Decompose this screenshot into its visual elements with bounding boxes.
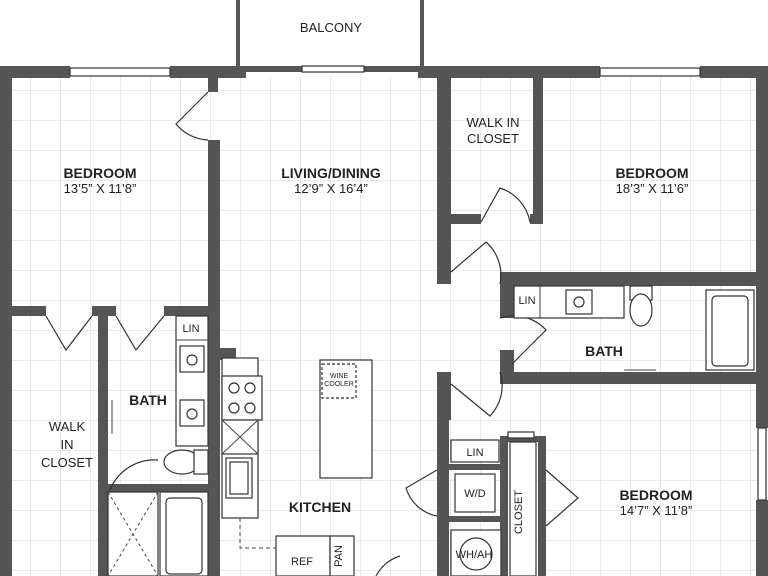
lin-center-label: LIN	[466, 447, 483, 459]
lin-left-label: LIN	[182, 323, 199, 335]
lin-right-label: LIN	[518, 295, 535, 307]
kitchen-name: KITCHEN	[289, 499, 351, 515]
walkin-left-line3: CLOSET	[41, 455, 93, 470]
fixtures	[107, 285, 755, 576]
walkin-left-line1: WALK	[49, 419, 86, 434]
whah-label: WH/AH	[456, 549, 493, 561]
labels: BALCONY BEDROOM 13’5” X 11’8” LIVING/DIN…	[41, 20, 693, 568]
walkin-top-line2: CLOSET	[467, 131, 519, 146]
balcony-label: BALCONY	[300, 20, 362, 35]
bedroom-bottom-dims: 14’7” X 11’8”	[620, 503, 693, 518]
pan-label: PAN	[333, 545, 345, 567]
living-dims: 12’9” X 16’4”	[294, 181, 368, 196]
walkin-top-line1: WALK IN	[467, 115, 520, 130]
bath-right-name: BATH	[585, 343, 623, 359]
bedroom-right-name: BEDROOM	[615, 165, 688, 181]
bath-left-name: BATH	[129, 392, 167, 408]
wine-cooler-label-1: WINE	[330, 373, 349, 380]
walkin-left-line2: IN	[61, 437, 74, 452]
bedroom-left-name: BEDROOM	[63, 165, 136, 181]
doors	[45, 91, 579, 576]
wine-cooler-label-2: COOLER	[324, 381, 354, 388]
windows	[69, 65, 767, 501]
bedroom-right-dims: 18’3” X 11’6”	[616, 181, 689, 196]
living-name: LIVING/DINING	[281, 165, 381, 181]
balcony-floor	[240, 0, 426, 66]
ref-label: REF	[291, 556, 313, 568]
closet-label: CLOSET	[513, 490, 525, 534]
wd-label: W/D	[464, 488, 485, 500]
bedroom-left-dims: 13’5” X 11’8”	[64, 181, 137, 196]
bedroom-bottom-name: BEDROOM	[619, 487, 692, 503]
